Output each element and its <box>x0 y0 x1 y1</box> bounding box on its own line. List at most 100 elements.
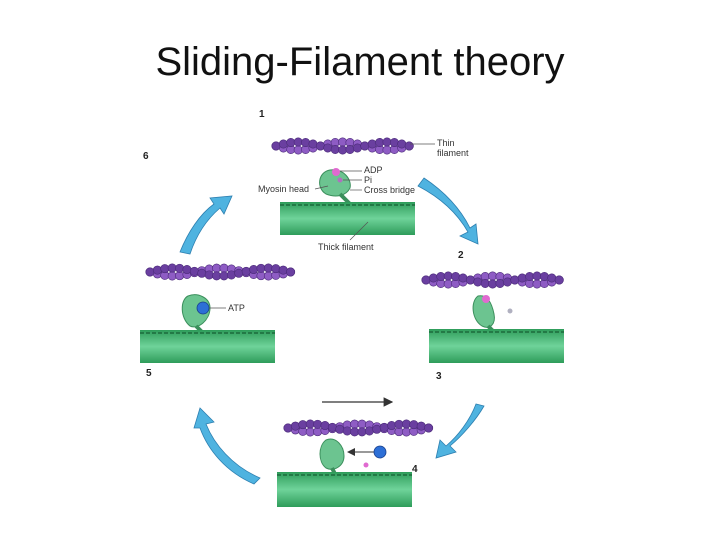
actin-bead <box>539 272 549 282</box>
slide-title: Sliding-Filament theory <box>155 40 565 84</box>
step-number: 4 <box>412 464 418 475</box>
actin-bead <box>241 266 251 276</box>
cycle-arrow-1-to-2 <box>417 177 479 245</box>
actin-bead <box>204 270 214 280</box>
thick-filament <box>429 329 564 363</box>
actin-bead <box>473 277 483 287</box>
actin-bead <box>360 141 370 151</box>
actin-bead <box>357 427 367 437</box>
actin-bead <box>219 271 229 281</box>
cross-bridge-label: Cross bridge <box>364 185 415 195</box>
actin-bead <box>401 427 411 437</box>
actin-bead <box>271 141 281 151</box>
thin-filament <box>421 271 564 289</box>
thin-filament-label: Thin <box>437 138 455 148</box>
actin-bead <box>421 275 431 285</box>
actin-bead <box>364 426 374 436</box>
actin-bead <box>345 144 355 154</box>
actin-bead <box>315 141 325 151</box>
actin-bead <box>495 278 505 288</box>
actin-bead <box>313 419 323 429</box>
actin-bead <box>234 268 244 278</box>
thin-filament-label: filament <box>437 148 469 158</box>
actin-bead <box>404 141 414 151</box>
step-number: 2 <box>458 250 464 261</box>
step-number: 6 <box>143 151 149 162</box>
actin-bead <box>458 273 468 283</box>
actin-bead <box>510 275 520 285</box>
actin-bead <box>278 265 288 275</box>
actin-bead <box>298 420 308 430</box>
thick-filament-label: Thick filament <box>318 242 374 252</box>
actin-bead <box>335 424 345 434</box>
actin-bead <box>308 139 318 149</box>
actin-bead <box>554 275 564 285</box>
adp-molecule <box>482 295 490 303</box>
step-number: 3 <box>436 371 442 382</box>
thick-filament <box>277 472 412 507</box>
adp-molecule <box>332 168 340 176</box>
adp-label: ADP <box>364 165 383 175</box>
actin-bead <box>424 423 434 433</box>
stage-4: 4 <box>277 397 434 507</box>
actin-bead <box>397 139 407 149</box>
actin-bead <box>389 138 399 148</box>
myosin-head-label: Myosin head <box>258 184 309 194</box>
actin-bead <box>372 424 382 434</box>
atp-molecule <box>196 301 210 315</box>
actin-bead <box>286 267 296 277</box>
actin-bead <box>342 426 352 436</box>
actin-bead <box>290 421 300 431</box>
step-number: 5 <box>146 368 152 379</box>
actin-bead <box>323 143 333 153</box>
actin-bead <box>428 273 438 283</box>
pi-molecule <box>363 462 369 468</box>
actin-bead <box>189 266 199 276</box>
actin-bead <box>357 419 367 429</box>
myosin-head <box>319 438 345 470</box>
stage-1: Thin filament ADP Pi Cross bridge Myosin… <box>258 109 469 252</box>
actin-bead <box>416 421 426 431</box>
actin-bead <box>283 423 293 433</box>
actin-bead <box>409 420 419 430</box>
actin-bead <box>160 264 170 274</box>
actin-bead <box>152 265 162 275</box>
actin-bead <box>517 273 527 283</box>
cycle-arrow-4-to-5 <box>193 407 261 485</box>
atp-label: ATP <box>228 303 245 313</box>
actin-bead <box>249 265 259 275</box>
actin-bead <box>182 265 192 275</box>
thin-filament <box>271 137 414 155</box>
actin-bead <box>327 422 337 432</box>
actin-bead <box>547 273 557 283</box>
step-number: 1 <box>259 109 265 120</box>
actin-bead <box>175 263 185 273</box>
thick-filament <box>280 202 415 235</box>
actin-bead <box>451 272 461 282</box>
atp-molecule <box>373 445 387 459</box>
actin-bead <box>301 138 311 148</box>
actin-bead <box>197 268 207 278</box>
thick-filament <box>140 330 275 363</box>
pi-label: Pi <box>364 175 372 185</box>
actin-bead <box>263 271 273 281</box>
actin-bead <box>263 263 273 273</box>
actin-bead <box>278 139 288 149</box>
actin-bead <box>367 139 377 149</box>
actin-bead <box>387 421 397 431</box>
actin-bead <box>352 143 362 153</box>
thin-filament <box>145 263 296 281</box>
actin-bead <box>379 422 389 432</box>
actin-bead <box>320 421 330 431</box>
stage-5: ATP 5 <box>140 263 296 379</box>
actin-bead <box>465 275 475 285</box>
actin-bead <box>226 270 236 280</box>
actin-bead <box>271 264 281 274</box>
stage-2: 2 <box>421 250 564 363</box>
pi-molecule <box>337 177 343 183</box>
pi-molecule <box>507 308 513 314</box>
actin-bead <box>401 419 411 429</box>
cycle-arrow-3-to-4 <box>435 403 485 459</box>
actin-bead <box>145 267 155 277</box>
